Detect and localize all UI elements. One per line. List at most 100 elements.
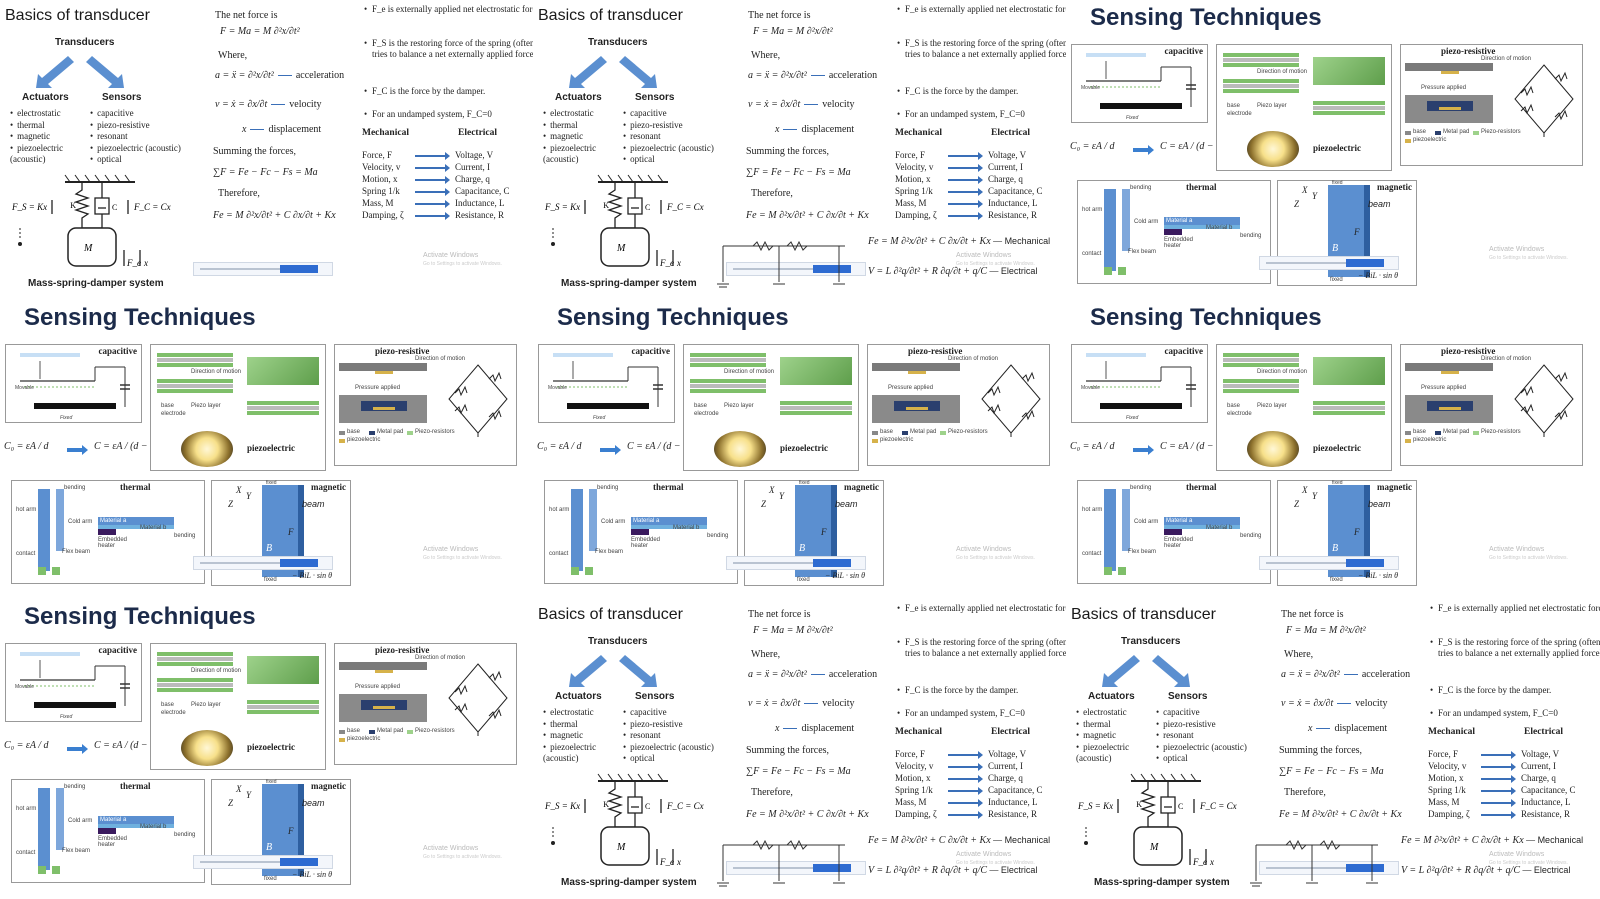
split-arrows-icon	[569, 56, 657, 88]
screen-share-bar[interactable]	[1259, 861, 1399, 875]
mech-item: Spring 1/k	[895, 186, 933, 196]
list-item: resonant	[623, 131, 753, 143]
mech-item: Mass, M	[895, 797, 927, 807]
slide-thumbnail[interactable]: Basics of transducer Transducers Actuato…	[533, 599, 1066, 899]
electrical-equation: V = L ∂²q/∂t² + R ∂q/∂t + q/C — Electric…	[868, 865, 1038, 876]
screen-share-bar[interactable]	[726, 262, 866, 276]
slide-thumbnail[interactable]: Sensing Techniques capacitive Movable Fi…	[533, 300, 1066, 600]
diagram-caption: Mass-spring-damper system	[561, 877, 697, 888]
transducers-heading: Transducers	[588, 636, 648, 647]
list-item: thermal	[10, 120, 100, 132]
stop-sharing-button[interactable]	[280, 265, 318, 273]
stop-sharing-button[interactable]	[1346, 864, 1384, 872]
screen-share-bar[interactable]	[193, 262, 333, 276]
thermal-panel: thermal bending hot arm Cold arm Flex be…	[11, 779, 205, 883]
stop-sharing-button[interactable]	[813, 559, 851, 567]
capacitive-panel: capacitive Movable Fixed	[1071, 44, 1208, 123]
electrical-header: Electrical	[458, 128, 498, 138]
panel-label: piezo-resistive	[375, 645, 430, 655]
beam-label: beam	[1368, 499, 1391, 509]
slide-thumbnail[interactable]: Sensing Techniques capacitive Movable Fi…	[0, 599, 533, 899]
damper-force-label: F_C = Cx	[1199, 801, 1237, 811]
mech-item: Spring 1/k	[362, 186, 400, 196]
stop-sharing-button[interactable]	[1346, 259, 1384, 267]
piezo-resistive-panel: piezo-resistive Direction of motion Pres…	[1400, 44, 1583, 166]
list-item: piezoelectric (acoustic)	[1076, 742, 1166, 765]
slide-thumbnail[interactable]: Sensing Techniques capacitive Movable Fi…	[1066, 0, 1600, 300]
piezoelectric-panel: Direction of motion base Piezo layer ele…	[1216, 344, 1392, 471]
y-axis-label: Y	[1312, 491, 1318, 501]
svg-text:Fixed: Fixed	[593, 415, 605, 421]
elec-item: Current, I	[1521, 761, 1556, 771]
activation-watermark-sub: Go to Settings to activate Windows.	[956, 555, 1035, 561]
slide-thumbnail[interactable]: Basics of transducer Transducers Actuato…	[533, 0, 1066, 300]
screen-share-bar[interactable]	[1259, 256, 1399, 270]
c0-equation: C₀ = εA / d	[537, 441, 582, 452]
screen-share-bar[interactable]	[193, 556, 333, 570]
stop-sharing-button[interactable]	[813, 864, 851, 872]
screen-share-bar[interactable]	[726, 556, 866, 570]
right-arrow-icon	[600, 445, 621, 455]
list-item: piezoelectric (acoustic)	[90, 143, 220, 155]
screen-share-bar[interactable]	[1259, 556, 1399, 570]
stop-sharing-button[interactable]	[280, 559, 318, 567]
panel-label: piezoelectric	[780, 443, 828, 453]
activation-watermark: Activate Windows	[956, 851, 1012, 858]
panel-label: capacitive	[98, 645, 138, 655]
actuator-list: electrostatic thermal magnetic piezoelec…	[10, 108, 100, 166]
spring-force-label: F_S = Kx	[11, 202, 47, 212]
capacitor-diagram: Movable Fixed	[15, 361, 130, 421]
slide-title: Sensing Techniques	[557, 304, 789, 331]
slide-thumbnail[interactable]: Sensing Techniques capacitive Movable Fi…	[0, 300, 533, 600]
analogy-arrow	[948, 763, 983, 771]
x-axis-label: X	[236, 485, 242, 495]
list-item: piezoelectric (acoustic)	[543, 742, 633, 765]
spring-force-label: F_S = Kx	[544, 202, 580, 212]
bullet-fs: F_S is the restoring force of the spring…	[897, 637, 1066, 659]
screen-share-bar[interactable]	[726, 861, 866, 875]
stop-sharing-button[interactable]	[280, 858, 318, 866]
y-axis-label: Y	[779, 491, 785, 501]
magnetic-panel: magnetic fixed beam X Y Z B F − BiL · si…	[1277, 180, 1417, 286]
lorentz-equation: − BiL · sin θ	[292, 571, 333, 580]
screen-share-bar[interactable]	[193, 855, 333, 869]
spring-force-label: F_S = Kx	[1077, 801, 1113, 811]
final-equation: Fe = M ∂²x/∂t² + C ∂x/∂t + Kx	[1279, 809, 1402, 820]
mass-label: M	[1149, 842, 1159, 853]
analogy-arrow	[415, 200, 450, 208]
piezoelectric-panel: Direction of motion base Piezo layer ele…	[1216, 44, 1392, 171]
mass-spring-damper-diagram: M K C F_S = Kx F_C = Cx F_e x	[1077, 773, 1237, 867]
analogy-arrow	[415, 188, 450, 196]
panel-label: piezo-resistive	[1441, 46, 1496, 56]
slide-thumbnail[interactable]: Sensing Techniques capacitive Movable Fi…	[1066, 300, 1600, 600]
list-item: resonant	[90, 131, 220, 143]
svg-text:Fixed: Fixed	[1126, 115, 1138, 121]
c-equation: C = εA / (d − x)	[94, 740, 158, 751]
z-axis-label: Z	[228, 499, 234, 509]
list-item: electrostatic	[10, 108, 100, 120]
list-item: magnetic	[543, 730, 633, 742]
elec-item: Current, I	[988, 162, 1023, 172]
stop-sharing-button[interactable]	[1346, 559, 1384, 567]
slide-thumbnail[interactable]: Basics of transducer Transducers Actuato…	[0, 0, 533, 300]
mechanical-header: Mechanical	[362, 128, 409, 138]
stop-sharing-button[interactable]	[813, 265, 851, 273]
slide-thumbnail[interactable]: Basics of transducer Transducers Actuato…	[1066, 599, 1600, 899]
bullet-fe: F_e is externally applied net electrosta…	[897, 4, 1066, 15]
y-axis-label: Y	[246, 790, 252, 800]
panel-label: capacitive	[1164, 346, 1204, 356]
panel-label: thermal	[120, 482, 151, 492]
panel-label: thermal	[1186, 482, 1217, 492]
list-item: piezoelectric (acoustic)	[623, 143, 753, 155]
wheatstone-bridge-diagram	[448, 364, 508, 437]
mech-item: Force, F	[895, 749, 925, 759]
analogy-arrow	[948, 200, 983, 208]
elec-item: Voltage, V	[455, 150, 494, 160]
svg-text:Fixed: Fixed	[1126, 415, 1138, 421]
mech-item: Velocity, v	[362, 162, 401, 172]
mechanical-equation: Fe = M ∂²x/∂t² + C ∂x/∂t + Kx — Mechanic…	[868, 835, 1051, 846]
sensor-list: capacitive piezo-resistive resonant piez…	[623, 707, 753, 765]
analog-circuit-diagram	[1250, 839, 1378, 887]
